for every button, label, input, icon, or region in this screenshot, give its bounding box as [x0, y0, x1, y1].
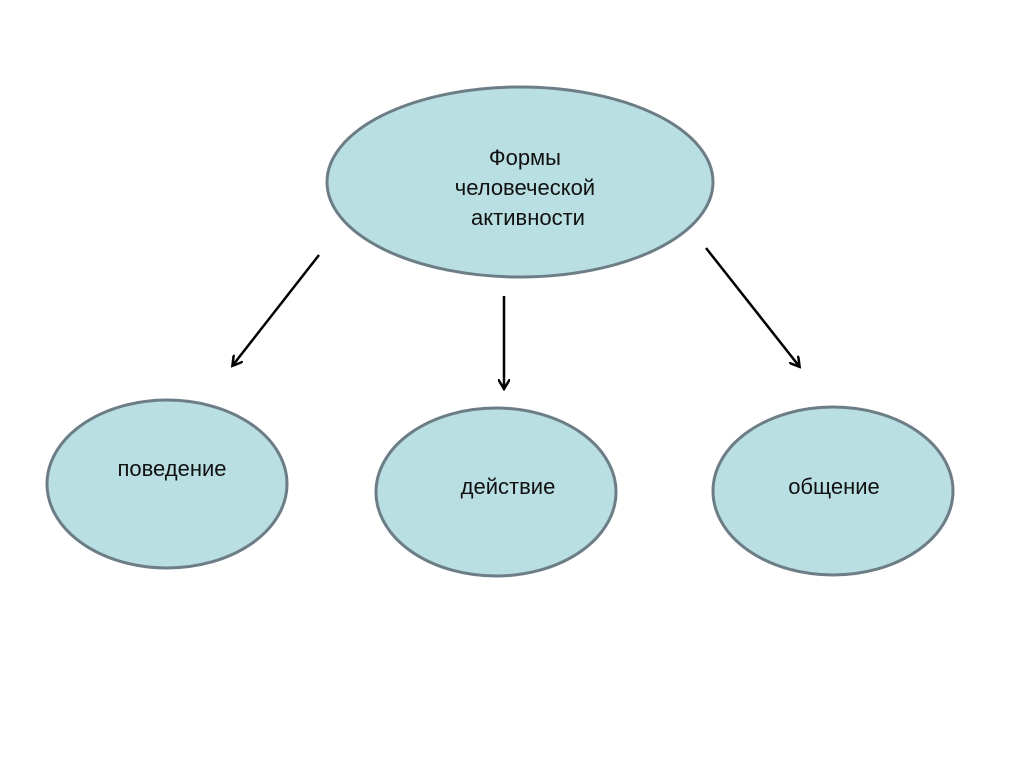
child-node-communication-shape [711, 405, 955, 577]
child-node-communication: общение [711, 405, 955, 577]
child-node-communication-label: общение [788, 474, 880, 499]
child-node-behavior-label: поведение [117, 456, 226, 481]
arrow-to-communication [705, 247, 799, 366]
root-label-line-3: активности [471, 205, 585, 230]
child-node-action: действие [374, 406, 618, 578]
child-node-behavior-shape [45, 398, 289, 570]
root-node-label: Формы человеческой активности [455, 145, 601, 230]
root-node-shape [325, 85, 715, 279]
child-node-behavior: поведение [45, 398, 289, 570]
arrow-to-behavior [233, 254, 320, 365]
root-node: Формы человеческой активности [325, 85, 715, 279]
root-label-line-2: человеческой [455, 175, 595, 200]
child-node-action-shape [374, 406, 618, 578]
root-label-line-1: Формы [489, 145, 561, 170]
child-node-action-label: действие [461, 474, 556, 499]
